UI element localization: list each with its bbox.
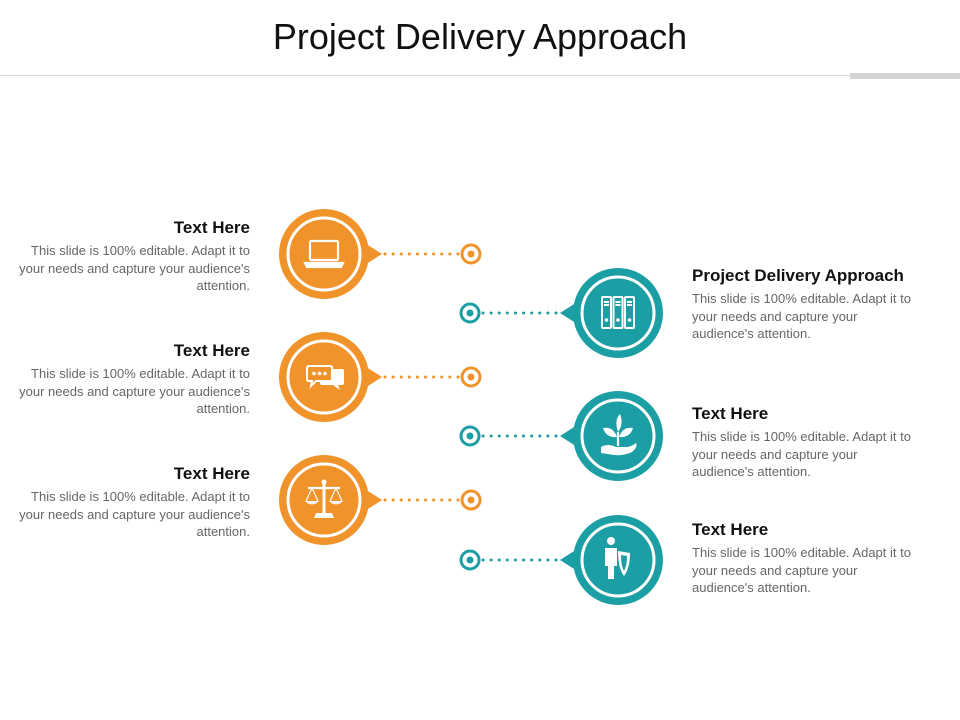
outer-circle [573, 515, 663, 605]
person-shield-icon [605, 537, 630, 579]
outer-circle [279, 209, 369, 299]
end-node [460, 489, 482, 511]
right-heading-3: Text Here [692, 520, 769, 539]
right-text-block-3: Text Here This slide is 100% editable. A… [692, 520, 914, 597]
right-node-2 [459, 391, 663, 481]
left-text-block-1: Text Here This slide is 100% editable. A… [10, 218, 250, 295]
end-node [459, 549, 481, 571]
right-text-block-1: Project Delivery Approach This slide is … [692, 266, 942, 343]
inner-ring [580, 398, 656, 474]
end-node [460, 366, 482, 388]
right-body-3: This slide is 100% editable. Adapt it to… [692, 545, 911, 595]
title-accent-bar [850, 73, 960, 79]
inner-ring [580, 275, 656, 351]
outer-circle [573, 268, 663, 358]
left-heading-3: Text Here [173, 464, 250, 483]
left-body-2: This slide is 100% editable. Adapt it to… [19, 366, 250, 416]
end-node-dot [466, 309, 474, 317]
right-body-2: This slide is 100% editable. Adapt it to… [692, 429, 911, 479]
end-node-dot [466, 432, 474, 440]
inner-ring [286, 462, 362, 538]
left-heading-2: Text Here [173, 341, 250, 360]
laptop-icon [303, 239, 345, 269]
right-heading-2: Text Here [692, 404, 769, 423]
left-heading-1: Text Here [173, 218, 250, 237]
end-node-dot [467, 496, 475, 504]
justice-scale-icon [305, 479, 343, 518]
left-body-1: This slide is 100% editable. Adapt it to… [19, 243, 250, 293]
inner-ring [580, 522, 656, 598]
right-body-1: This slide is 100% editable. Adapt it to… [692, 291, 911, 341]
inner-ring [286, 339, 362, 415]
right-text-block-2: Text Here This slide is 100% editable. A… [692, 404, 914, 481]
left-text-block-2: Text Here This slide is 100% editable. A… [10, 341, 250, 418]
end-node [460, 243, 482, 265]
end-node-dot [467, 250, 475, 258]
right-node-3 [459, 515, 663, 605]
binders-icon [601, 296, 635, 329]
left-body-3: This slide is 100% editable. Adapt it to… [19, 489, 250, 539]
right-node-1 [459, 268, 663, 358]
inner-ring [286, 216, 362, 292]
title-divider [0, 75, 960, 76]
left-node-2 [279, 332, 482, 422]
end-node-dot [466, 556, 474, 564]
right-heading-1: Project Delivery Approach [692, 266, 904, 285]
left-node-1 [279, 209, 482, 299]
end-node-dot [467, 373, 475, 381]
left-node-3 [279, 455, 482, 545]
chat-bubbles-icon [306, 365, 344, 390]
slide-title: Project Delivery Approach [272, 16, 688, 57]
left-text-block-3: Text Here This slide is 100% editable. A… [10, 464, 250, 541]
end-node [459, 302, 481, 324]
end-node [459, 425, 481, 447]
plant-in-hand-icon [601, 414, 637, 456]
